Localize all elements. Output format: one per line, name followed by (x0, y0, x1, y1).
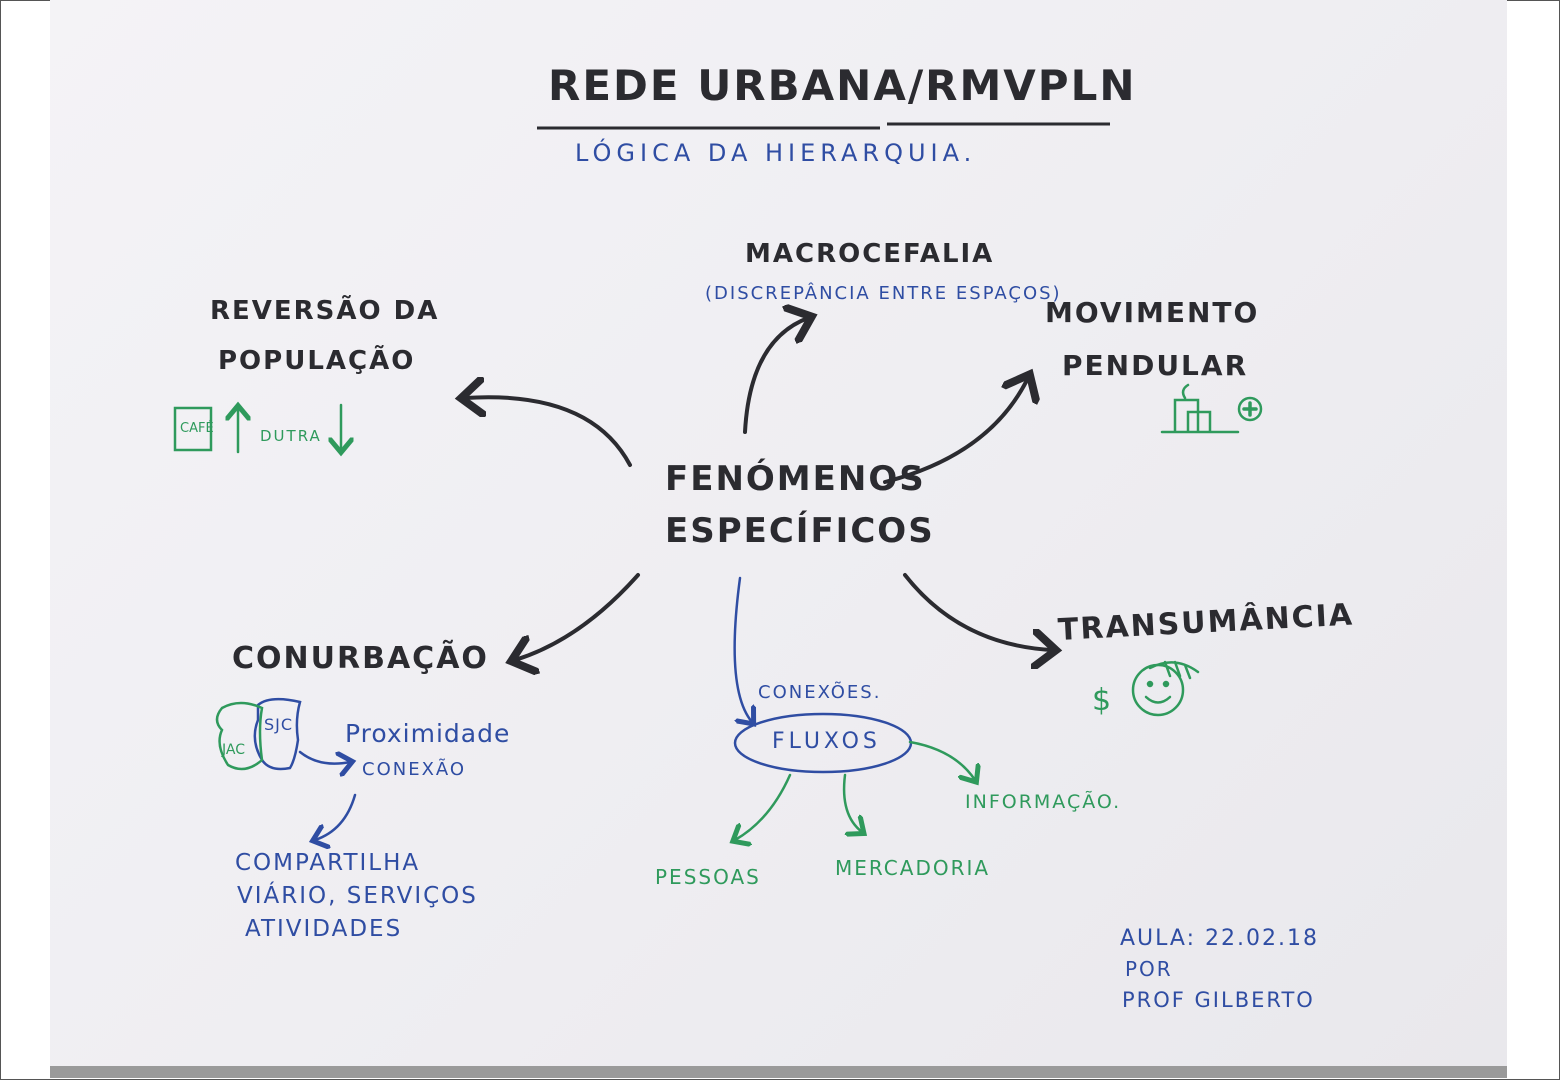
movimento-line2: PENDULAR (1062, 349, 1249, 382)
arrow-to-fluxos (733, 576, 752, 722)
table-edge (50, 1066, 1507, 1078)
center-line1: FENÓMENOS (665, 459, 926, 499)
arrow-to-proximidade (298, 752, 350, 764)
page-subtitle: LÓGICA DA HIERARQUIA. (575, 139, 977, 167)
reversao-line1: REVERSÃO DA (210, 296, 440, 326)
compartilha-line1: COMPARTILHA (235, 850, 421, 876)
plus-circle-icon (1237, 396, 1263, 422)
compartilha-line3: ATIVIDADES (245, 916, 403, 942)
movimento-line1: MOVIMENTO (1045, 296, 1260, 329)
arrow-to-pessoas (735, 773, 792, 840)
footer-por: POR (1125, 957, 1173, 981)
arrow-to-informacao (908, 740, 975, 780)
reversao-line2: POPULAÇÃO (218, 346, 416, 376)
arrow-to-macrocefalia (743, 318, 808, 434)
arrow-to-mercadoria (842, 773, 862, 832)
page-title: REDE URBANA/RMVPLN (548, 61, 1137, 110)
paper-sheet (50, 0, 1507, 1066)
conexoes-label: CONEXÕES. (758, 682, 882, 703)
compartilha-line2: VIÁRIO, SERVIÇOS (237, 883, 478, 909)
pessoas-label: PESSOAS (655, 865, 761, 889)
cafe-box (173, 406, 213, 452)
arrow-to-compartilha (315, 793, 357, 840)
arrow-to-movimento (883, 378, 1028, 484)
cafe-label: CAFÉ (180, 421, 214, 436)
center-line2: ESPECÍFICOS (665, 511, 935, 551)
jac-outline (215, 701, 264, 771)
sjc-label: SJC (264, 715, 294, 734)
arrow-to-reversao (465, 397, 632, 467)
conexao-label: CONEXÃO (362, 759, 467, 780)
factory-icon (1160, 383, 1240, 434)
dutra-label: DUTRA (260, 427, 322, 445)
dollar-icon: $ (1092, 683, 1114, 718)
macrocefalia-label: MACROCEFALIA (745, 239, 995, 269)
jac-label: JAC (222, 742, 245, 758)
arrow-to-transumancia (903, 573, 1052, 650)
fluxos-label: FLUXOS (772, 729, 881, 754)
footer-aula: AULA: 22.02.18 (1120, 926, 1319, 951)
conurbacao-label: CONURBAÇÃO (232, 641, 489, 676)
footer-prof: PROF GILBERTO (1122, 988, 1315, 1012)
smiley-face-icon (1131, 660, 1200, 717)
proximidade-label: Proximidade (345, 719, 511, 748)
arrow-to-conurbacao (515, 573, 640, 660)
informacao-label: INFORMAÇÃO. (965, 791, 1122, 813)
macrocefalia-note: (DISCREPÂNCIA ENTRE ESPAÇOS) (705, 283, 1062, 304)
sjc-outline (253, 697, 302, 771)
mercadoria-label: MERCADORIA (835, 856, 991, 880)
